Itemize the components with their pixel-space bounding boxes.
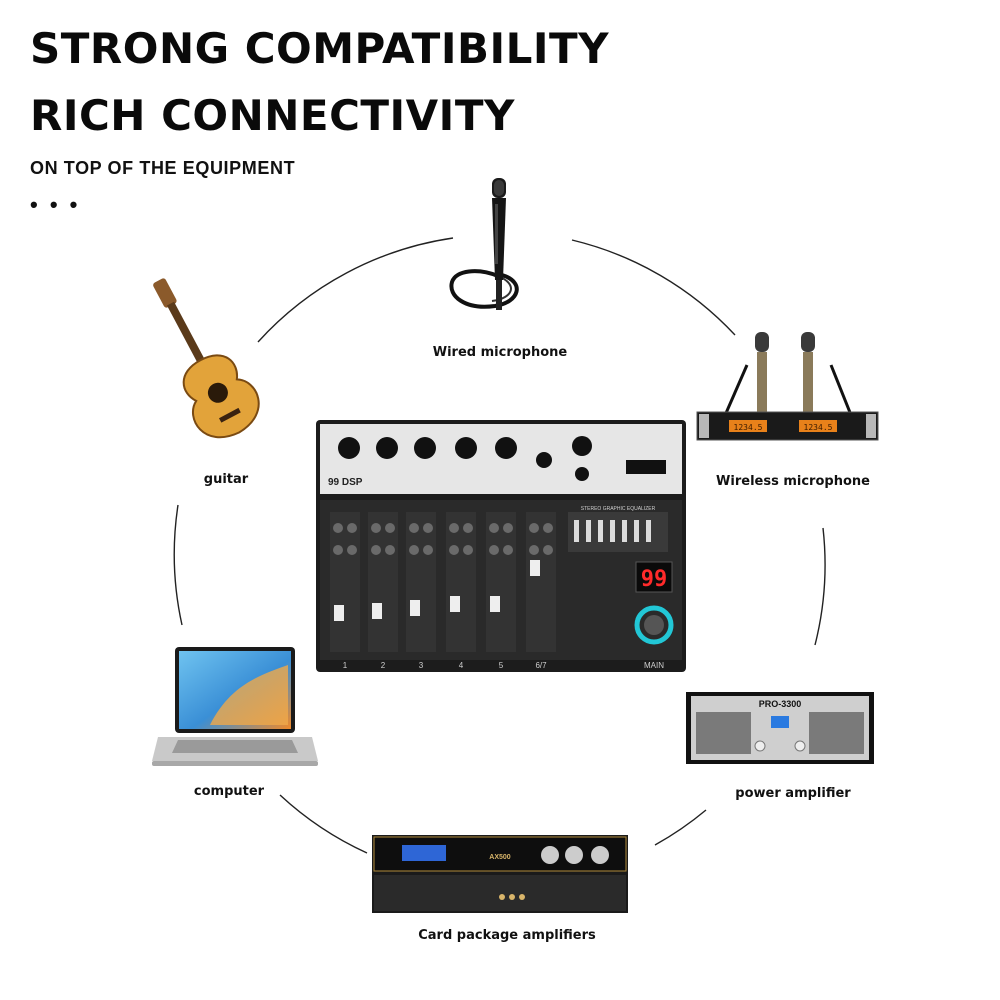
mixer-channel-label: 3 [419,661,424,670]
mixer-channel-label: 4 [459,661,464,670]
headline-connectivity: RICH CONNECTIVITY [30,91,515,140]
mixer-channel-label: 1 [343,661,348,670]
label-guitar: guitar [203,472,249,487]
mixer-channel-label: 5 [499,661,504,670]
guitar-image [153,278,260,439]
arc-amp-card [654,809,707,846]
power-amplifier-image: PRO-3300 [686,692,874,764]
label-wired-microphone: Wired microphone [432,345,568,360]
laptop-image [152,647,318,766]
mixer-effect-display: 99 [641,567,668,592]
mixer-eq-label: STEREO GRAPHIC EQUALIZER [581,506,656,512]
label-card-package-amplifiers: Card package amplifiers [418,928,596,943]
arc-computer-guitar [173,504,183,626]
arc-wireless-amp [814,527,826,646]
wireless-display-right: 1234.5 [804,423,833,432]
label-computer: computer [193,784,265,799]
mixer-channel-strips [330,512,556,652]
card-amplifier-image: AX500 [372,835,628,913]
mixer-master-label: MAIN [644,661,664,670]
mixer-channel-label: 6/7 [535,661,547,670]
arc-mic-wireless [571,239,736,336]
wired-microphone-image [449,178,519,310]
wireless-microphone-image: 1234.5 1234.5 [696,332,879,441]
subtitle: ON TOP OF THE EQUIPMENT [30,158,296,178]
mixer-dsp-label: 99 DSP [328,477,363,488]
arc-guitar-mic [257,237,454,343]
mixer-channel-label: 2 [381,661,386,670]
label-power-amplifier: power amplifier [735,786,851,801]
wireless-display-left: 1234.5 [734,423,763,432]
headline-compatibility: STRONG COMPATIBILITY [30,24,610,73]
decorative-dots: • • • [30,192,81,217]
card-amp-model: AX500 [489,854,511,861]
audio-mixer-image: 99 DSP 99 1 2 3 4 5 6/7 MAIN [316,420,686,672]
power-amp-model: PRO-3300 [759,699,802,709]
arc-card-computer [279,794,368,854]
label-wireless-microphone: Wireless microphone [716,474,870,489]
